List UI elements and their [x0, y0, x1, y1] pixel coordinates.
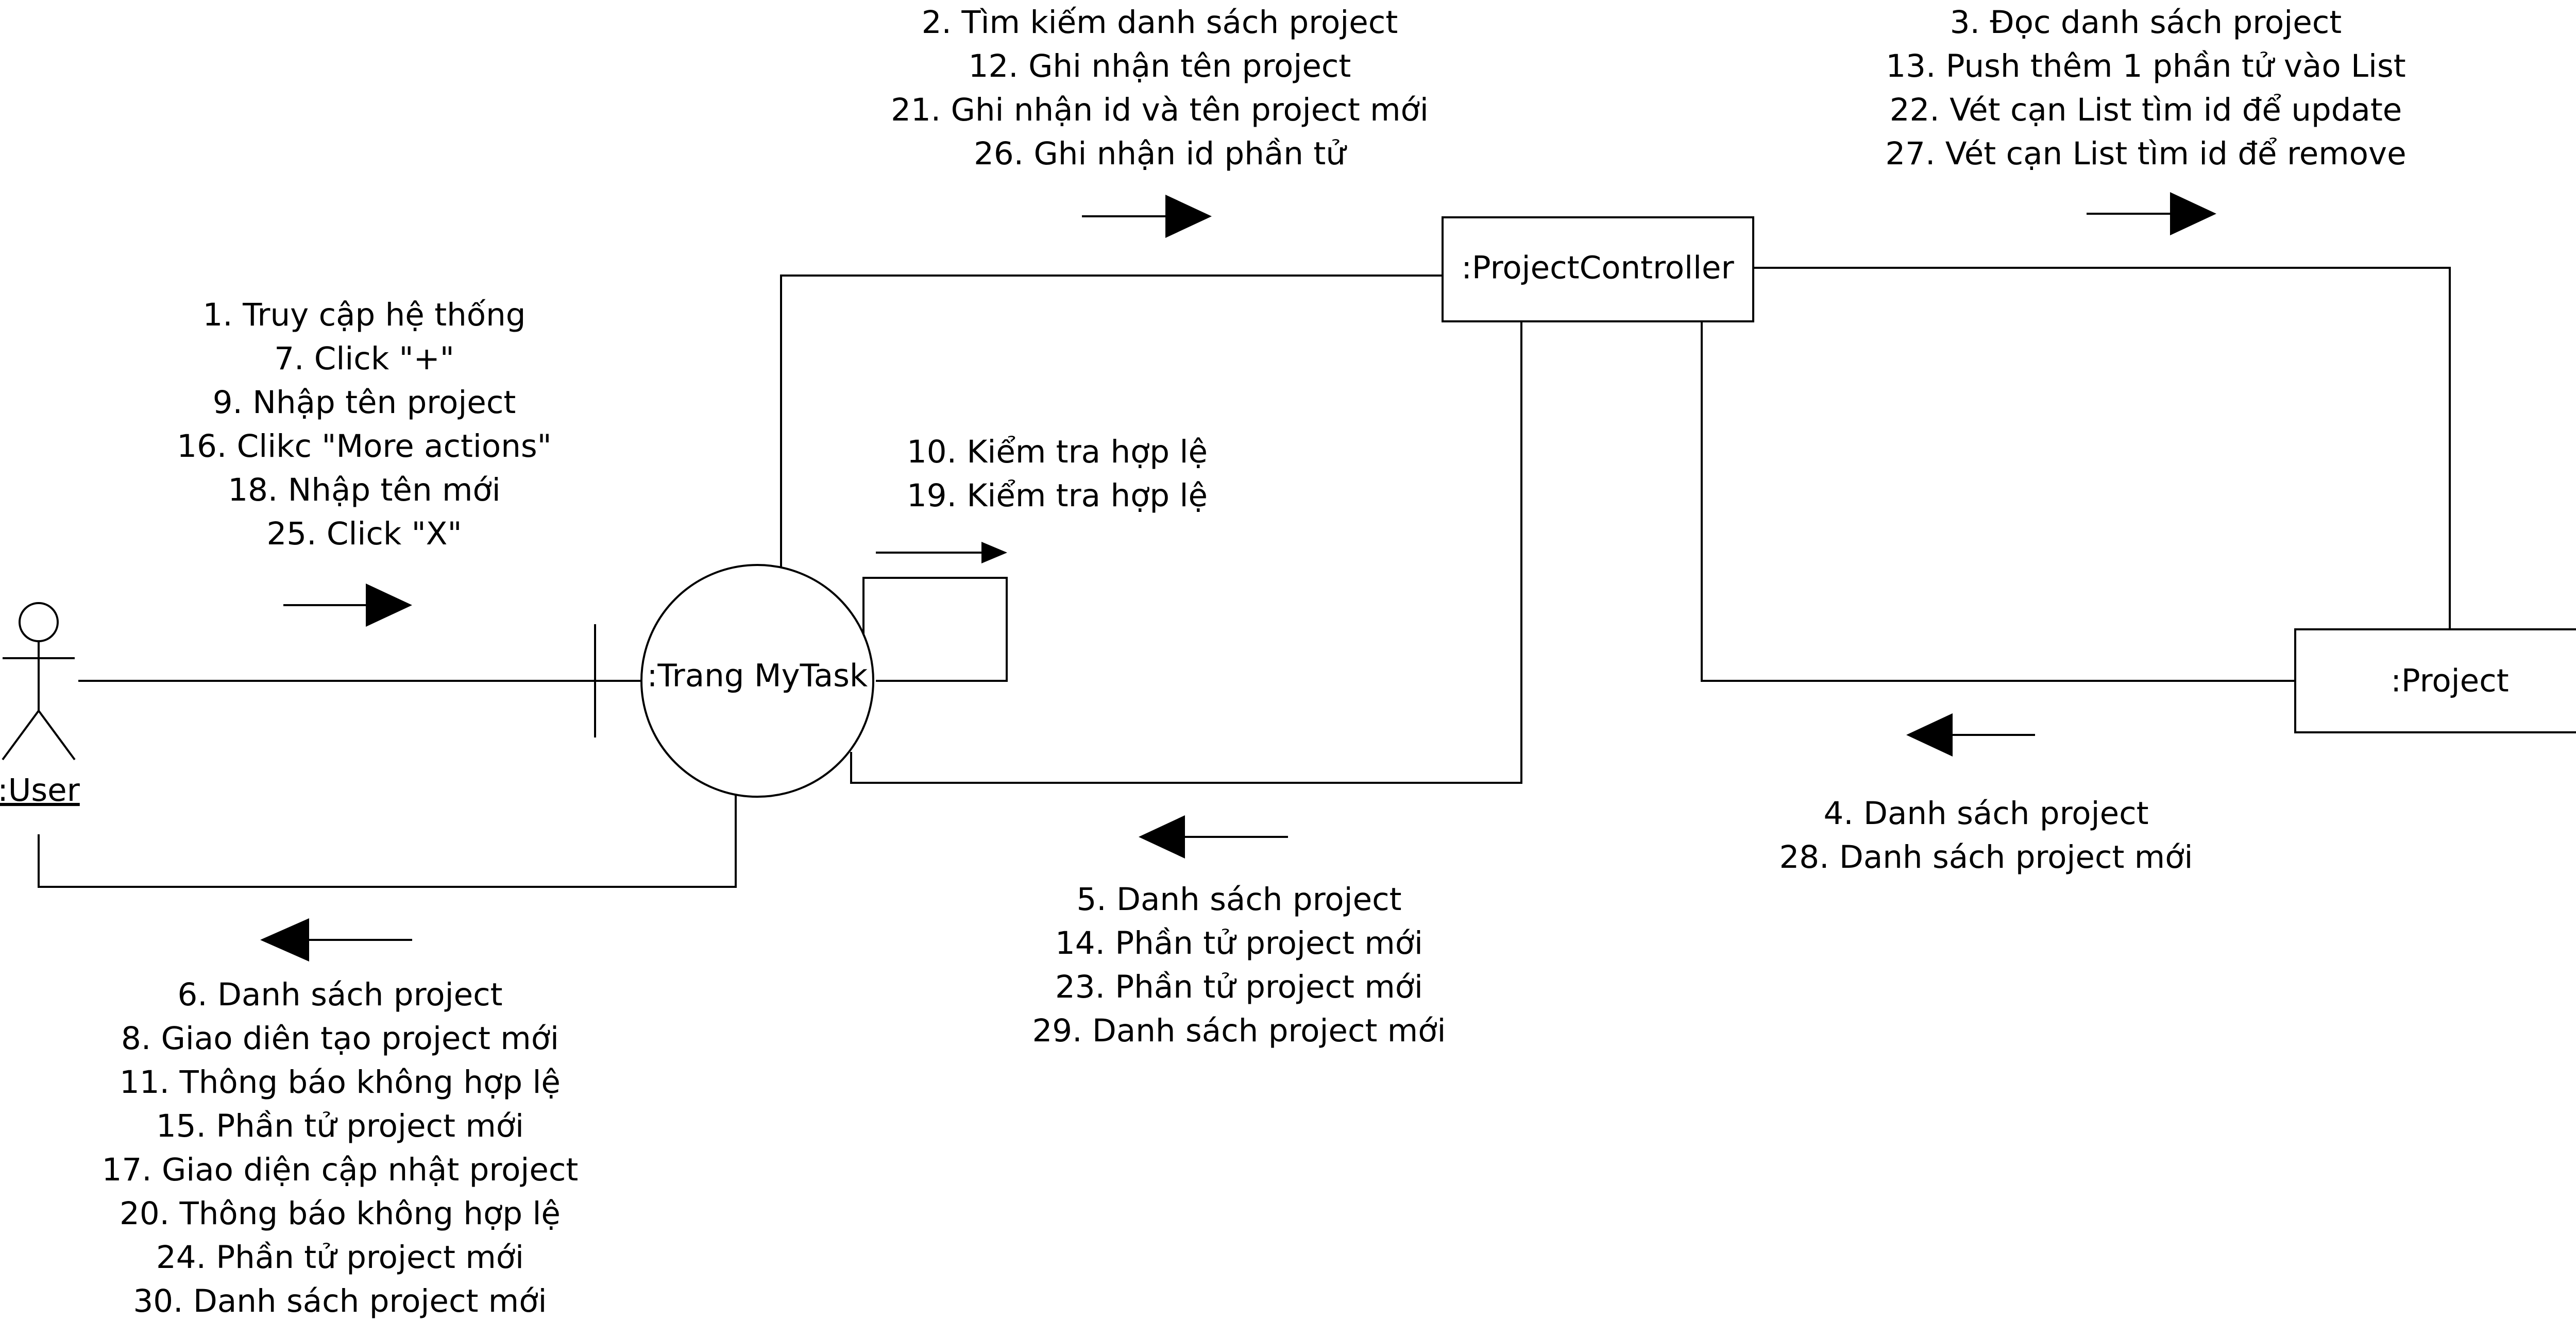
actor-head	[19, 602, 59, 642]
arrow-page-to-user	[260, 918, 412, 962]
project-object: :Project	[2294, 628, 2576, 733]
message-label: 21. Ghi nhận id và tên project mới	[891, 92, 1429, 128]
message-label: 4. Danh sách project	[1823, 795, 2148, 832]
message-label: 22. Vét cạn List tìm id để update	[1890, 92, 2402, 128]
messages-controller-to-page: 5. Danh sách project 14. Phần tử project…	[1032, 881, 1446, 1049]
message-label: 6. Danh sách project	[177, 976, 502, 1013]
messages-page-self: 10. Kiểm tra hợp lệ 19. Kiểm tra hợp lệ	[907, 434, 1208, 514]
message-label: 14. Phần tử project mới	[1055, 925, 1423, 962]
link-project-controller-return	[1701, 321, 2295, 682]
message-label: 23. Phần tử project mới	[1055, 969, 1423, 1005]
message-label: 29. Danh sách project mới	[1032, 1013, 1446, 1049]
message-label: 18. Nhập tên mới	[228, 472, 500, 508]
controller-object: :ProjectController	[1442, 216, 1754, 322]
link-controller-page-return	[850, 321, 1522, 784]
arrow-controller-to-page	[1139, 815, 1288, 859]
message-label: 19. Kiểm tra hợp lệ	[907, 477, 1208, 514]
message-label: 15. Phần tử project mới	[156, 1108, 524, 1144]
message-label: 12. Ghi nhận tên project	[969, 48, 1351, 84]
actor-label: :User	[0, 772, 80, 809]
messages-page-to-controller: 2. Tìm kiếm danh sách project 12. Ghi nh…	[891, 4, 1429, 172]
message-label: 25. Click "X"	[266, 516, 462, 552]
message-label: 26. Ghi nhận id phần tử	[974, 135, 1347, 172]
arrow-controller-to-project	[2087, 192, 2216, 235]
project-box	[2294, 628, 2576, 733]
message-label: 30. Danh sách project mới	[133, 1283, 547, 1319]
actor-left-leg	[2, 710, 40, 761]
link-page-user-return	[38, 794, 737, 888]
message-label: 17. Giao diện cập nhật project	[102, 1152, 579, 1188]
message-label: 3. Đọc danh sách project	[1950, 4, 2342, 41]
self-loop	[862, 577, 1008, 682]
message-label: 9. Nhập tên project	[213, 384, 516, 421]
message-label: 5. Danh sách project	[1076, 881, 1401, 918]
message-label: 27. Vét cạn List tìm id để remove	[1885, 135, 2406, 172]
boundary-circle	[640, 564, 874, 798]
message-label: 20. Thông báo không hợp lệ	[120, 1195, 561, 1232]
messages-controller-to-project: 3. Đọc danh sách project 13. Push thêm 1…	[1885, 4, 2406, 172]
project-label: :Project	[2391, 663, 2509, 699]
arrow-user-to-page	[283, 584, 412, 627]
actor-right-leg	[38, 710, 76, 761]
user-actor: :User	[0, 602, 80, 809]
link-controller-project	[1753, 267, 2451, 629]
message-label: 11. Thông báo không hợp lệ	[120, 1064, 561, 1101]
message-label: 2. Tìm kiếm danh sách project	[922, 4, 1398, 41]
controller-label: :ProjectController	[1461, 250, 1734, 286]
controller-box	[1442, 216, 1754, 322]
arrow-page-self	[876, 542, 1007, 563]
message-label: 28. Danh sách project mới	[1779, 839, 2193, 876]
message-label: 16. Clikc "More actions"	[177, 428, 551, 465]
arrow-page-to-controller	[1082, 195, 1212, 238]
message-label: 1. Truy cập hệ thống	[202, 297, 526, 333]
messages-page-to-user: 6. Danh sách project 8. Giao diên tạo pr…	[102, 976, 579, 1319]
boundary-object: :Trang MyTask	[594, 564, 1008, 798]
boundary-label: :Trang MyTask	[647, 658, 868, 694]
messages-user-to-page: 1. Truy cập hệ thống 7. Click "+" 9. Nhậ…	[177, 297, 551, 552]
message-label: 8. Giao diên tạo project mới	[121, 1020, 559, 1057]
message-label: 7. Click "+"	[274, 340, 454, 377]
message-label: 13. Push thêm 1 phần tử vào List	[1886, 48, 2405, 84]
link-page-controller	[780, 275, 1443, 568]
arrow-project-to-controller	[1906, 713, 2035, 757]
message-label: 24. Phần tử project mới	[156, 1239, 524, 1276]
messages-project-to-controller: 4. Danh sách project 28. Danh sách proje…	[1779, 795, 2193, 876]
message-label: 10. Kiểm tra hợp lệ	[907, 434, 1208, 470]
